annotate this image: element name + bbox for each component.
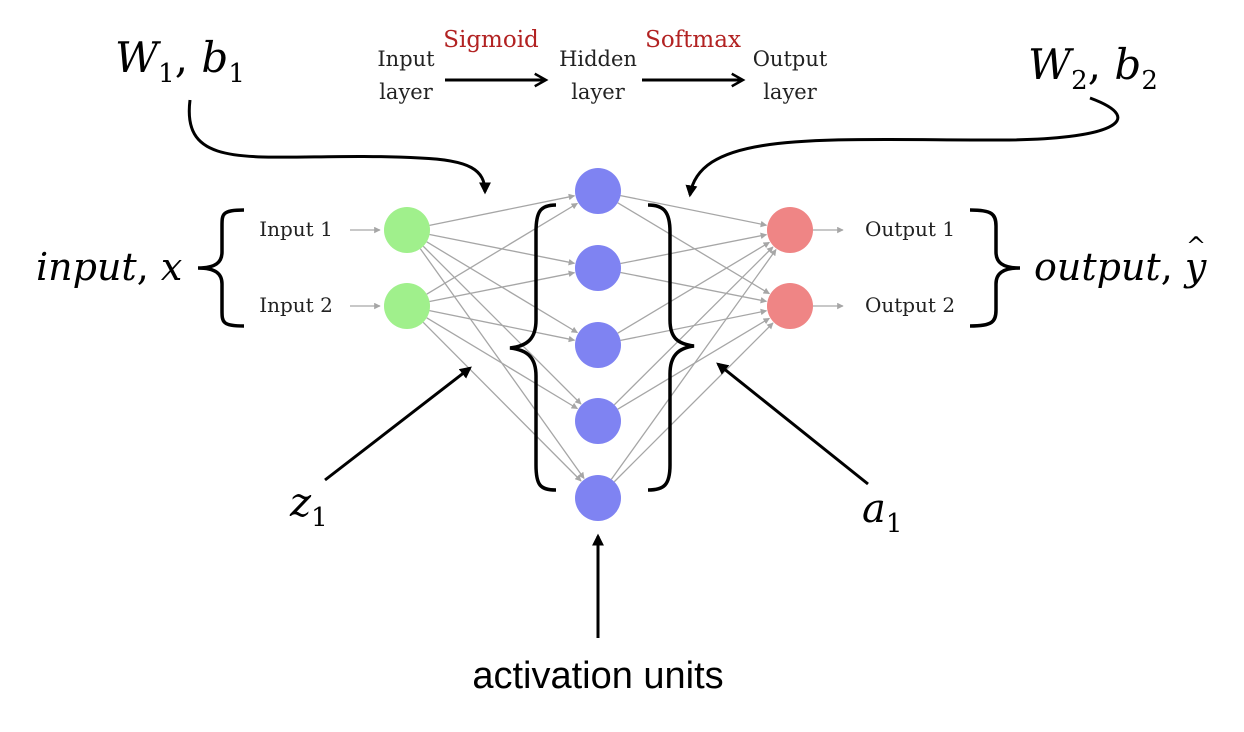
edge-input2-hidden3 bbox=[429, 309, 576, 343]
z1-label: z1 bbox=[289, 480, 328, 533]
output-group-label: output, y bbox=[1034, 245, 1207, 289]
connection-edges bbox=[419, 193, 777, 483]
layer-flow-header: Input layer Sigmoid Hidden layer Softmax… bbox=[377, 27, 827, 104]
output2-label: Output 2 bbox=[865, 293, 955, 317]
output-node-1 bbox=[767, 207, 813, 253]
input-layer-label-line2: layer bbox=[379, 80, 434, 104]
hidden-node-4 bbox=[575, 398, 621, 444]
edge-hidden1-output1 bbox=[620, 194, 768, 228]
hidden-layer-label-line2: layer bbox=[571, 80, 626, 104]
w2-b2-pointer-arrow bbox=[685, 96, 1120, 198]
edge-hidden2-output1 bbox=[620, 232, 768, 265]
a1-pointer-arrow bbox=[716, 362, 869, 486]
input1-label: Input 1 bbox=[259, 217, 333, 241]
edge-hidden1-output2 bbox=[617, 202, 770, 295]
output-node-2 bbox=[767, 283, 813, 329]
output1-label: Output 1 bbox=[865, 217, 955, 241]
edge-input2-hidden4 bbox=[426, 317, 578, 410]
a1-label: a1 bbox=[862, 486, 902, 539]
hidden-node-1 bbox=[575, 168, 621, 214]
input-group-brace bbox=[197, 208, 245, 328]
hidden-node-3 bbox=[575, 322, 621, 368]
hidden-right-brace bbox=[647, 203, 695, 492]
edge-hidden5-output2 bbox=[613, 322, 774, 483]
edge-input1-hidden1 bbox=[429, 193, 576, 227]
edge-hidden2-output2 bbox=[620, 271, 768, 304]
edge-hidden4-output1 bbox=[613, 246, 774, 406]
edge-hidden5-output1 bbox=[610, 248, 777, 480]
input-group-label: input, x bbox=[36, 245, 182, 289]
w1-b1-pointer-arrow bbox=[187, 99, 491, 195]
network-nodes bbox=[384, 168, 813, 521]
activation-units-label: activation units bbox=[472, 655, 723, 697]
w2-b2-label: W2, b2 bbox=[1028, 40, 1158, 96]
hidden-layer-label-line1: Hidden bbox=[559, 47, 637, 71]
output-layer-label-line2: layer bbox=[763, 80, 818, 104]
softmax-label: Softmax bbox=[645, 27, 741, 53]
output-group-brace bbox=[969, 208, 1021, 328]
input2-label: Input 2 bbox=[259, 293, 333, 317]
hidden-node-2 bbox=[575, 245, 621, 291]
y-hat-accent: ^ bbox=[1186, 232, 1206, 260]
edge-input2-hidden2 bbox=[429, 270, 576, 303]
sigmoid-label: Sigmoid bbox=[443, 27, 539, 53]
input-node-2 bbox=[384, 283, 430, 329]
input-node-1 bbox=[384, 207, 430, 253]
edge-hidden3-output1 bbox=[617, 241, 770, 334]
w1-b1-label: W1, b1 bbox=[115, 33, 245, 89]
z1-pointer-arrow bbox=[324, 366, 472, 482]
output-layer-label-line1: Output bbox=[753, 47, 828, 71]
edge-input2-hidden5 bbox=[422, 321, 582, 482]
hidden-node-5 bbox=[575, 475, 621, 521]
edge-input2-hidden1 bbox=[426, 202, 578, 295]
hidden-left-brace bbox=[509, 203, 557, 492]
input-layer-label-line1: Input bbox=[377, 47, 435, 71]
